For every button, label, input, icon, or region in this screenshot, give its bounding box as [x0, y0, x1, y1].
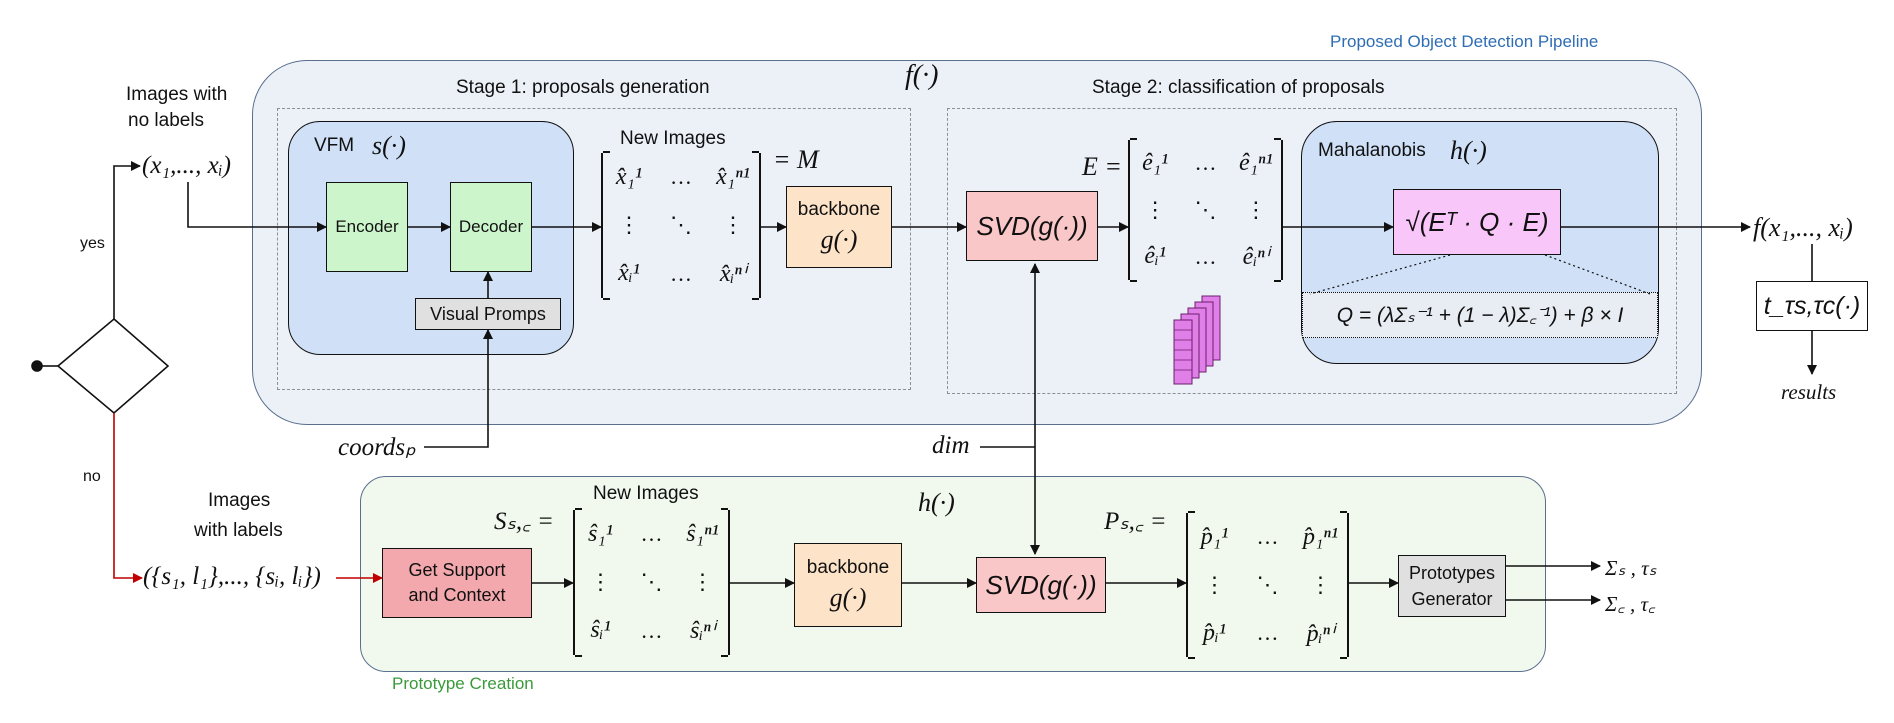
get-support-line2: and Context — [408, 585, 506, 605]
get-support-box: Get Support and Context — [382, 548, 532, 618]
output-s: Σₛ , τₛ — [1605, 556, 1657, 580]
e-label: E = — [1082, 152, 1122, 181]
stage1-box — [277, 108, 911, 390]
vfm-func: s(·) — [372, 131, 406, 160]
new-images-bottom-label: New Images — [593, 483, 699, 504]
images-no-labels-line2: no labels — [128, 110, 205, 131]
p-label: Pₛ,꜀ = — [1104, 508, 1167, 535]
matrix-s-cell: ⋮ — [691, 569, 714, 595]
backbone-bottom-box: backbone g(·) — [794, 543, 902, 627]
encoder-box: Encoder — [326, 182, 408, 272]
matrix-s: ŝ₁¹ … ŝ₁ⁿ¹ ⋮ ⋱ ⋮ ŝᵢ¹ … ŝᵢⁿⁱ — [573, 508, 730, 657]
pipeline-title: Proposed Object Detection Pipeline — [1330, 32, 1599, 51]
matrix-p-cell: p̂ᵢⁿⁱ — [1306, 620, 1335, 647]
prototypes-generator-line1: Prototypes — [1408, 563, 1496, 583]
matrix-p-cell: ⋮ — [1309, 572, 1332, 597]
matrix-p-cell: p̂₁¹ — [1200, 523, 1229, 550]
matrix-p-cell: … — [1256, 620, 1279, 645]
svd-bottom-box: SVD(g(·)) — [976, 557, 1106, 613]
backbone-top-label: backbone — [797, 199, 881, 220]
backbone-top-func: g(·) — [820, 225, 858, 254]
matrix-p-cell: … — [1256, 524, 1279, 549]
matrix-e-cell: êᵢⁿⁱ — [1242, 244, 1269, 271]
prototype-creation-title: Prototype Creation — [392, 674, 534, 693]
matrix-s-cell: ŝᵢⁿⁱ — [690, 618, 715, 645]
matrix-e: ê₁¹ … ê₁ⁿ¹ ⋮ ⋱ ⋮ êᵢ¹ … êᵢⁿⁱ — [1128, 138, 1283, 282]
matrix-e-cell: ê₁¹ — [1142, 149, 1169, 176]
matrix-p-cell: ⋮ — [1203, 572, 1226, 597]
matrix-p-cell: p̂ᵢ¹ — [1203, 619, 1226, 646]
output-c: Σ꜀ , τ꜀ — [1605, 592, 1656, 616]
matrix-e-cell: ⋱ — [1194, 196, 1217, 222]
backbone-bottom-func: g(·) — [829, 583, 867, 612]
matrix-e-cell: ⋮ — [1144, 196, 1167, 222]
threshold-box: t_τs,τc(·) — [1756, 281, 1868, 331]
matrix-s-cell: ŝ₁¹ — [588, 520, 613, 547]
decision-yes: yes — [80, 235, 105, 252]
matrix-x-cell: x̂₁ⁿ¹ — [716, 163, 750, 190]
stage2-title: Stage 2: classification of proposals — [1092, 77, 1385, 98]
matrix-e-cell: ê₁ⁿ¹ — [1238, 149, 1273, 176]
matrix-x-cell: ⋮ — [722, 212, 744, 238]
matrix-p-cell: ⋱ — [1256, 572, 1279, 597]
backbone-bottom-label: backbone — [806, 557, 890, 578]
dim-label: dim — [932, 432, 970, 459]
mahalanobis-func: h(·) — [1450, 136, 1487, 165]
results-label: results — [1781, 380, 1837, 404]
decision-line2: inference? — [72, 355, 152, 374]
matrix-x-cell: ⋮ — [618, 212, 640, 238]
stage1-title: Stage 1: proposals generation — [456, 77, 710, 98]
h-label: h(·) — [918, 488, 955, 517]
matrix-s-cell: ⋱ — [640, 569, 663, 595]
matrix-e-cell: … — [1194, 150, 1217, 176]
matrix-s-cell: … — [640, 521, 663, 547]
matrix-e-cell: ⋮ — [1244, 196, 1267, 222]
matrix-s-cell: ŝᵢ¹ — [590, 617, 611, 644]
matrix-s-cell: ŝ₁ⁿ¹ — [686, 520, 719, 547]
new-images-top-label: New Images — [620, 128, 726, 149]
mahalanobis-label: Mahalanobis — [1318, 140, 1426, 161]
s-label: Sₛ,꜀ = — [494, 508, 554, 535]
images-no-labels-line1: Images with — [126, 84, 228, 105]
mahalanobis-formula-box: √(Eᵀ · Q · E) — [1393, 189, 1561, 255]
decoder-box: Decoder — [450, 182, 532, 272]
prototypes-generator-box: Prototypes Generator — [1398, 555, 1506, 617]
matrix-e-cell: … — [1194, 243, 1217, 269]
images-with-labels-line2: with labels — [194, 520, 283, 541]
decision-no: no — [83, 468, 101, 485]
feature-stack-icon — [1173, 295, 1221, 385]
f-label: f(·) — [905, 60, 939, 91]
matrix-s-cell: ⋮ — [589, 569, 612, 595]
matrix-p: p̂₁¹ … p̂₁ⁿ¹ ⋮ ⋱ ⋮ p̂ᵢ¹ … p̂ᵢⁿⁱ — [1186, 511, 1349, 659]
vfm-label: VFM — [314, 135, 355, 156]
stage2-box — [947, 108, 1677, 394]
matrix-s-cell: … — [640, 617, 663, 643]
matrix-e-cell: êᵢ¹ — [1144, 243, 1166, 270]
coords-label: coordsₚ — [338, 434, 416, 461]
matrix-x-cell: ⋱ — [670, 212, 692, 238]
matrix-x-cell: x̂₁¹ — [615, 163, 643, 190]
x-set: (x₁,..., xᵢ) — [142, 152, 231, 179]
eq-m-label: = M — [773, 145, 819, 174]
decision-line1: Is — [104, 330, 118, 349]
svd-top-box: SVD(g(·)) — [966, 191, 1098, 261]
matrix-x-cell: … — [670, 164, 692, 190]
prototypes-generator-line2: Generator — [1411, 589, 1493, 609]
matrix-x-cell: x̂ᵢⁿⁱ — [719, 261, 747, 288]
backbone-top-box: backbone g(·) — [786, 186, 892, 268]
matrix-x-cell: x̂ᵢ¹ — [618, 260, 640, 287]
get-support-line1: Get Support — [408, 560, 506, 580]
matrix-p-cell: p̂₁ⁿ¹ — [1302, 523, 1339, 550]
visual-prompts-box: Visual Promps — [415, 298, 561, 330]
matrix-x-cell: … — [670, 260, 692, 286]
s-set: ({s₁, l₁},..., {sᵢ, lᵢ}) — [143, 563, 321, 590]
matrix-x: x̂₁¹ … x̂₁ⁿ¹ ⋮ ⋱ ⋮ x̂ᵢ¹ … x̂ᵢⁿⁱ — [601, 151, 761, 300]
q-formula-box: Q = (λΣₛ⁻¹ + (1 − λ)Σ꜀⁻¹) + β × I — [1302, 292, 1658, 338]
output-f: f(x₁,..., xᵢ) — [1753, 213, 1853, 242]
images-with-labels-line1: Images — [208, 490, 271, 511]
